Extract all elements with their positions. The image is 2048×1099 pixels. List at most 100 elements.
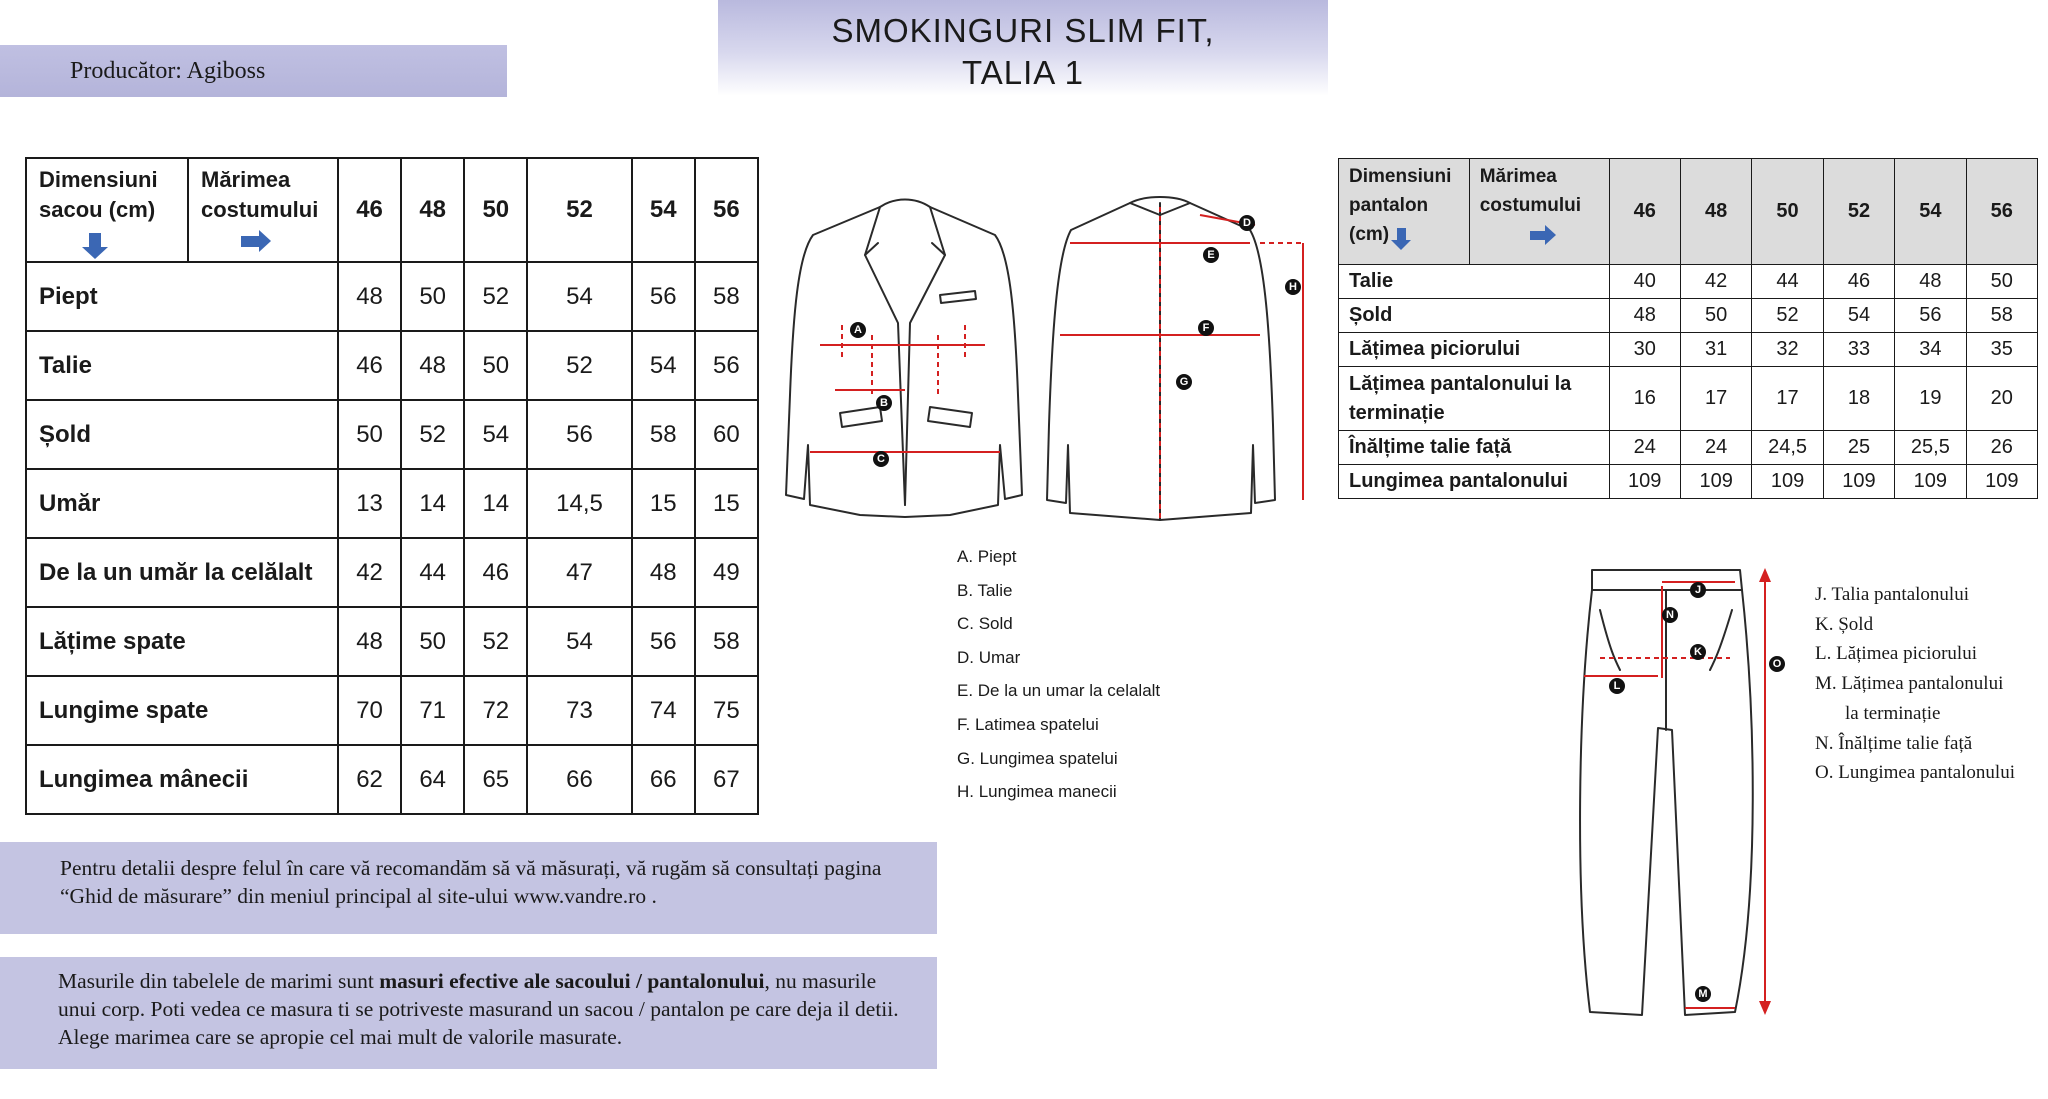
table-cell: 109 (1822, 464, 1896, 499)
measuring-guide-note: Pentru detalii despre felul în care vă r… (0, 842, 937, 934)
table-cell: 109 (1679, 464, 1753, 499)
table-cell: 58 (1965, 298, 2039, 333)
table-cell: 48 (1894, 264, 1967, 299)
table-cell: 60 (693, 399, 760, 470)
row-label: Înălțime talie față (1338, 430, 1610, 465)
pants-dim-header-line1: Dimensiuni (1349, 166, 1452, 187)
size-col: 54 (630, 157, 696, 263)
producer-banner: Producător: Agiboss (0, 45, 507, 97)
row-label: Lungime spate (25, 675, 339, 746)
marker-f: F (1198, 320, 1214, 336)
title-line-2: TALIA 1 (962, 54, 1084, 91)
table-cell: 58 (693, 606, 760, 677)
legend-item: F. Latimea spatelui (957, 714, 1099, 734)
table-cell: 64 (400, 744, 466, 815)
marker-b: B (876, 395, 892, 411)
legend-item: M. Lățimea pantalonului (1815, 673, 2004, 695)
marker-j: J (1690, 582, 1706, 598)
pants-table-header: Dimensiuni pantalon (cm) Mărimea costumu… (1338, 158, 2039, 265)
legend-item: D. Umar (957, 647, 1021, 667)
svg-text:C: C (877, 453, 885, 465)
svg-text:A: A (854, 324, 862, 336)
row-label: Talie (1338, 264, 1610, 299)
measurement-info-note: Masurile din tabelele de marimi sunt mas… (0, 957, 937, 1069)
title-line-1: SMOKINGURI SLIM FIT, (831, 12, 1215, 49)
note1-text: Pentru detalii despre felul în care vă r… (60, 856, 882, 908)
jacket-table-header: Dimensiuni sacou (cm) Mărimea costumului… (25, 157, 760, 263)
svg-text:J: J (1695, 584, 1701, 596)
legend-item: O. Lungimea pantalonului (1815, 762, 2015, 784)
table-cell: 42 (336, 537, 403, 608)
arrow-right-icon (241, 230, 271, 252)
svg-text:G: G (1180, 376, 1189, 388)
table-cell: 109 (1894, 464, 1967, 499)
legend-item: E. De la un umar la celalalt (957, 681, 1161, 701)
svg-text:F: F (1203, 322, 1210, 334)
svg-text:N: N (1666, 609, 1674, 621)
table-cell: 56 (1894, 298, 1967, 333)
table-cell: 50 (400, 261, 466, 332)
table-cell: 14 (463, 468, 529, 539)
table-cell: 70 (336, 675, 403, 746)
table-cell: 48 (1608, 298, 1681, 333)
table-cell: 25,5 (1894, 430, 1967, 465)
svg-text:L: L (1614, 680, 1621, 692)
table-cell: 67 (693, 744, 760, 815)
jacket-size-header: Mărimea costumului (187, 157, 339, 263)
table-cell: 17 (1679, 366, 1753, 431)
table-cell: 56 (630, 261, 696, 332)
svg-text:M: M (1698, 988, 1707, 1000)
table-cell: 65 (463, 744, 529, 815)
table-cell: 20 (1965, 366, 2039, 431)
note2-text-after: , nu masurile unui corp. Poti vedea ce m… (58, 969, 899, 1049)
table-cell: 44 (400, 537, 466, 608)
table-cell: 54 (630, 330, 696, 401)
table-cell: 30 (1608, 332, 1681, 367)
legend-item: H. Lungimea manecii (957, 782, 1117, 802)
table-cell: 24 (1608, 430, 1681, 465)
table-cell: 56 (526, 399, 633, 470)
page-title: SMOKINGURI SLIM FIT, TALIA 1 (718, 0, 1328, 96)
table-cell: 24 (1679, 430, 1753, 465)
table-cell: 15 (630, 468, 696, 539)
table-cell: 54 (526, 606, 633, 677)
note2-text-before: Masurile din tabelele de marimi sunt (58, 969, 380, 993)
table-cell: 56 (630, 606, 696, 677)
size-col: 48 (1679, 158, 1753, 265)
pants-dim-header-line2: pantalon (1349, 195, 1429, 216)
table-cell: 18 (1822, 366, 1896, 431)
table-cell: 73 (526, 675, 633, 746)
row-label: Piept (25, 261, 339, 332)
table-cell: 52 (463, 606, 529, 677)
marker-o: O (1769, 656, 1785, 672)
svg-text:D: D (1243, 217, 1251, 229)
table-cell: 54 (1822, 298, 1896, 333)
row-label: Umăr (25, 468, 339, 539)
pants-size-table: Dimensiuni pantalon (cm) Mărimea costumu… (1338, 158, 2039, 499)
table-cell: 56 (693, 330, 760, 401)
table-cell: 46 (463, 537, 529, 608)
row-label: Șold (1338, 298, 1610, 333)
pants-dim-header: Dimensiuni pantalon (cm) (1338, 158, 1470, 265)
size-col: 46 (1608, 158, 1681, 265)
marker-l: L (1609, 678, 1625, 694)
marker-a: A (850, 322, 866, 338)
table-cell: 52 (526, 330, 633, 401)
svg-text:H: H (1289, 281, 1297, 293)
marker-g: G (1176, 374, 1192, 390)
table-cell: 13 (336, 468, 403, 539)
arrow-down-icon (1391, 228, 1412, 250)
size-col: 54 (1894, 158, 1967, 265)
jacket-dim-header-line2: sacou (cm) (39, 197, 156, 222)
table-cell: 16 (1608, 366, 1681, 431)
jacket-size-table: Dimensiuni sacou (cm) Mărimea costumului… (25, 157, 760, 815)
size-col: 52 (526, 157, 633, 263)
table-cell: 49 (693, 537, 760, 608)
